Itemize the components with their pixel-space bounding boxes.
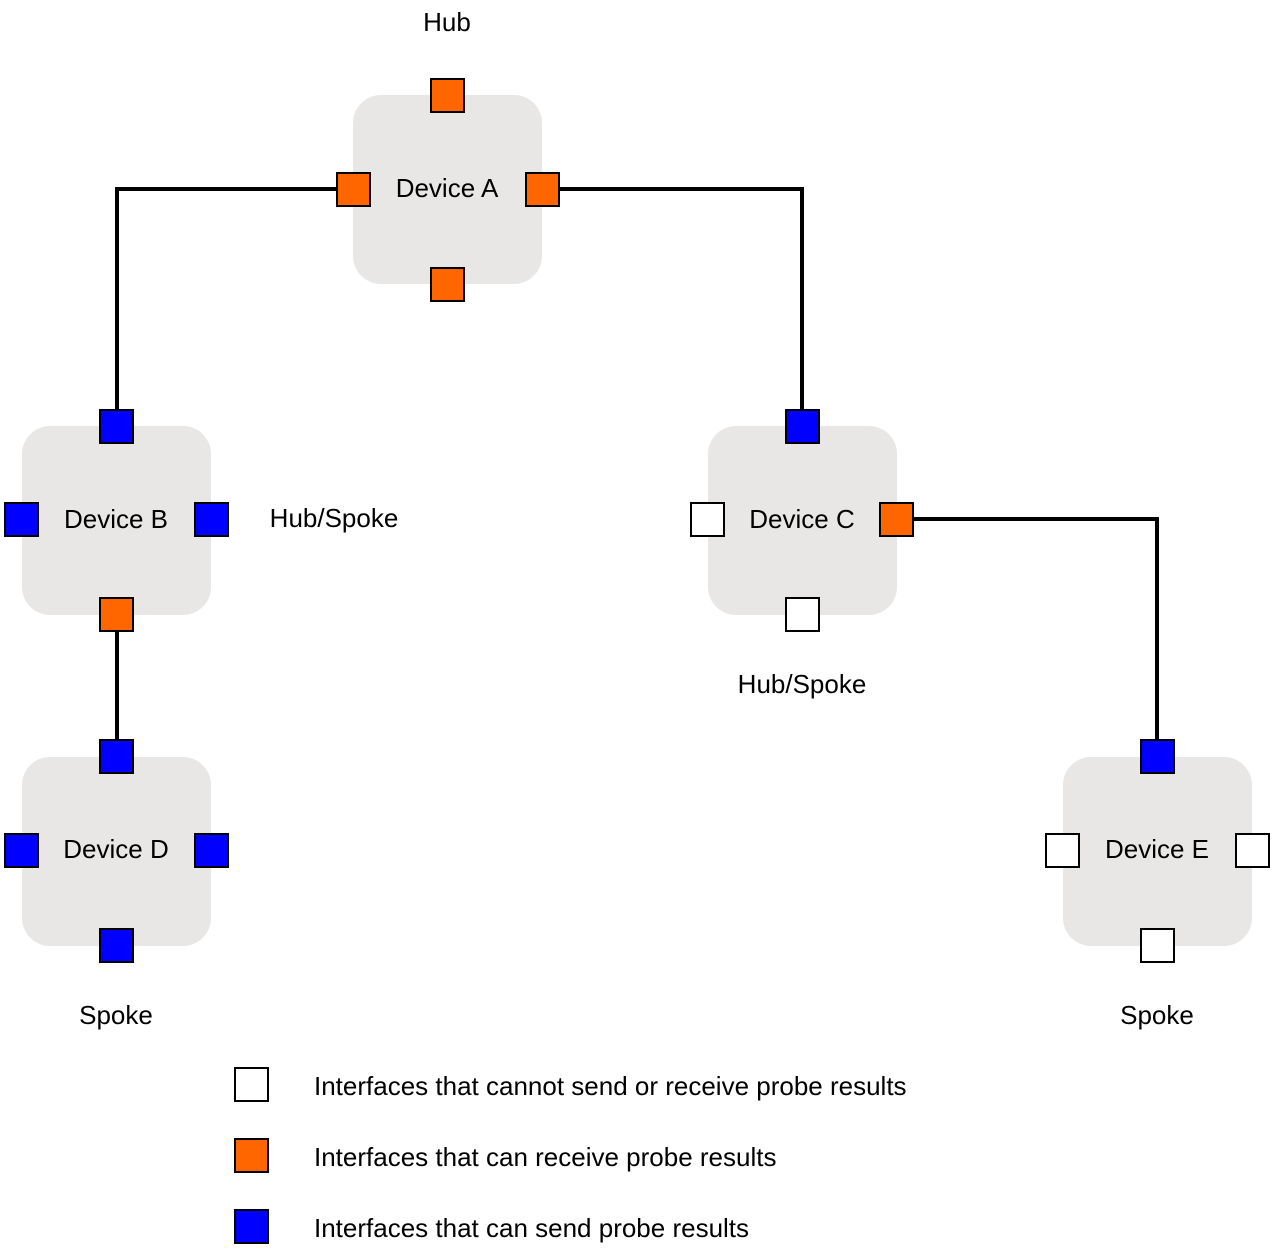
device-label: Device B: [64, 504, 168, 534]
device-role-label: Spoke: [1120, 1000, 1194, 1030]
link-a-c: [559, 187, 804, 410]
device-box: [353, 95, 542, 284]
links: [115, 187, 1159, 748]
device-label: Device A: [396, 173, 499, 203]
device-label: Device C: [749, 504, 854, 534]
legend-text: Interfaces that can send probe results: [314, 1213, 749, 1243]
port-bottom: [99, 597, 134, 632]
port-top: [1140, 739, 1175, 774]
port-right: [194, 502, 229, 537]
device-box: [22, 757, 211, 946]
legend-item-send: Interfaces that can send probe results: [234, 1209, 749, 1244]
device-b: Device B Hub/Spoke: [4, 409, 399, 632]
port-bottom: [430, 267, 465, 302]
port-bottom: [1140, 928, 1175, 963]
port-bottom: [785, 597, 820, 632]
port-left: [1045, 833, 1080, 868]
link-c-e: [914, 517, 1159, 748]
device-d: Device D Spoke: [4, 739, 229, 1030]
device-label: Device D: [63, 834, 168, 864]
device-role-label: Hub/Spoke: [270, 503, 399, 533]
device-role-label: Hub: [423, 7, 471, 37]
port-right: [525, 172, 560, 207]
port-top: [99, 409, 134, 444]
port-top: [430, 78, 465, 113]
legend-swatch: [234, 1209, 269, 1244]
device-box: [1063, 757, 1252, 946]
legend-text: Interfaces that can receive probe result…: [314, 1142, 776, 1172]
device-box: [22, 426, 211, 615]
device-role-label: Hub/Spoke: [738, 669, 867, 699]
port-top: [99, 739, 134, 774]
link-a-b: [115, 187, 337, 410]
port-bottom: [99, 928, 134, 963]
port-left: [690, 502, 725, 537]
legend-text: Interfaces that cannot send or receive p…: [314, 1071, 907, 1101]
port-left: [336, 172, 371, 207]
legend-swatch: [234, 1067, 269, 1102]
legend-swatch: [234, 1138, 269, 1173]
device-label: Device E: [1105, 834, 1209, 864]
device-e: Device E Spoke: [1045, 739, 1270, 1030]
legend: Interfaces that cannot send or receive p…: [234, 1067, 907, 1244]
port-right: [879, 502, 914, 537]
port-left: [4, 502, 39, 537]
legend-item-none: Interfaces that cannot send or receive p…: [234, 1067, 907, 1102]
port-top: [785, 409, 820, 444]
device-role-label: Spoke: [79, 1000, 153, 1030]
legend-item-receive: Interfaces that can receive probe result…: [234, 1138, 776, 1173]
device-c: Device C Hub/Spoke: [690, 409, 914, 699]
port-right: [1235, 833, 1270, 868]
device-box: [708, 426, 897, 615]
port-right: [194, 833, 229, 868]
device-a: Device A Hub: [336, 7, 560, 302]
port-left: [4, 833, 39, 868]
